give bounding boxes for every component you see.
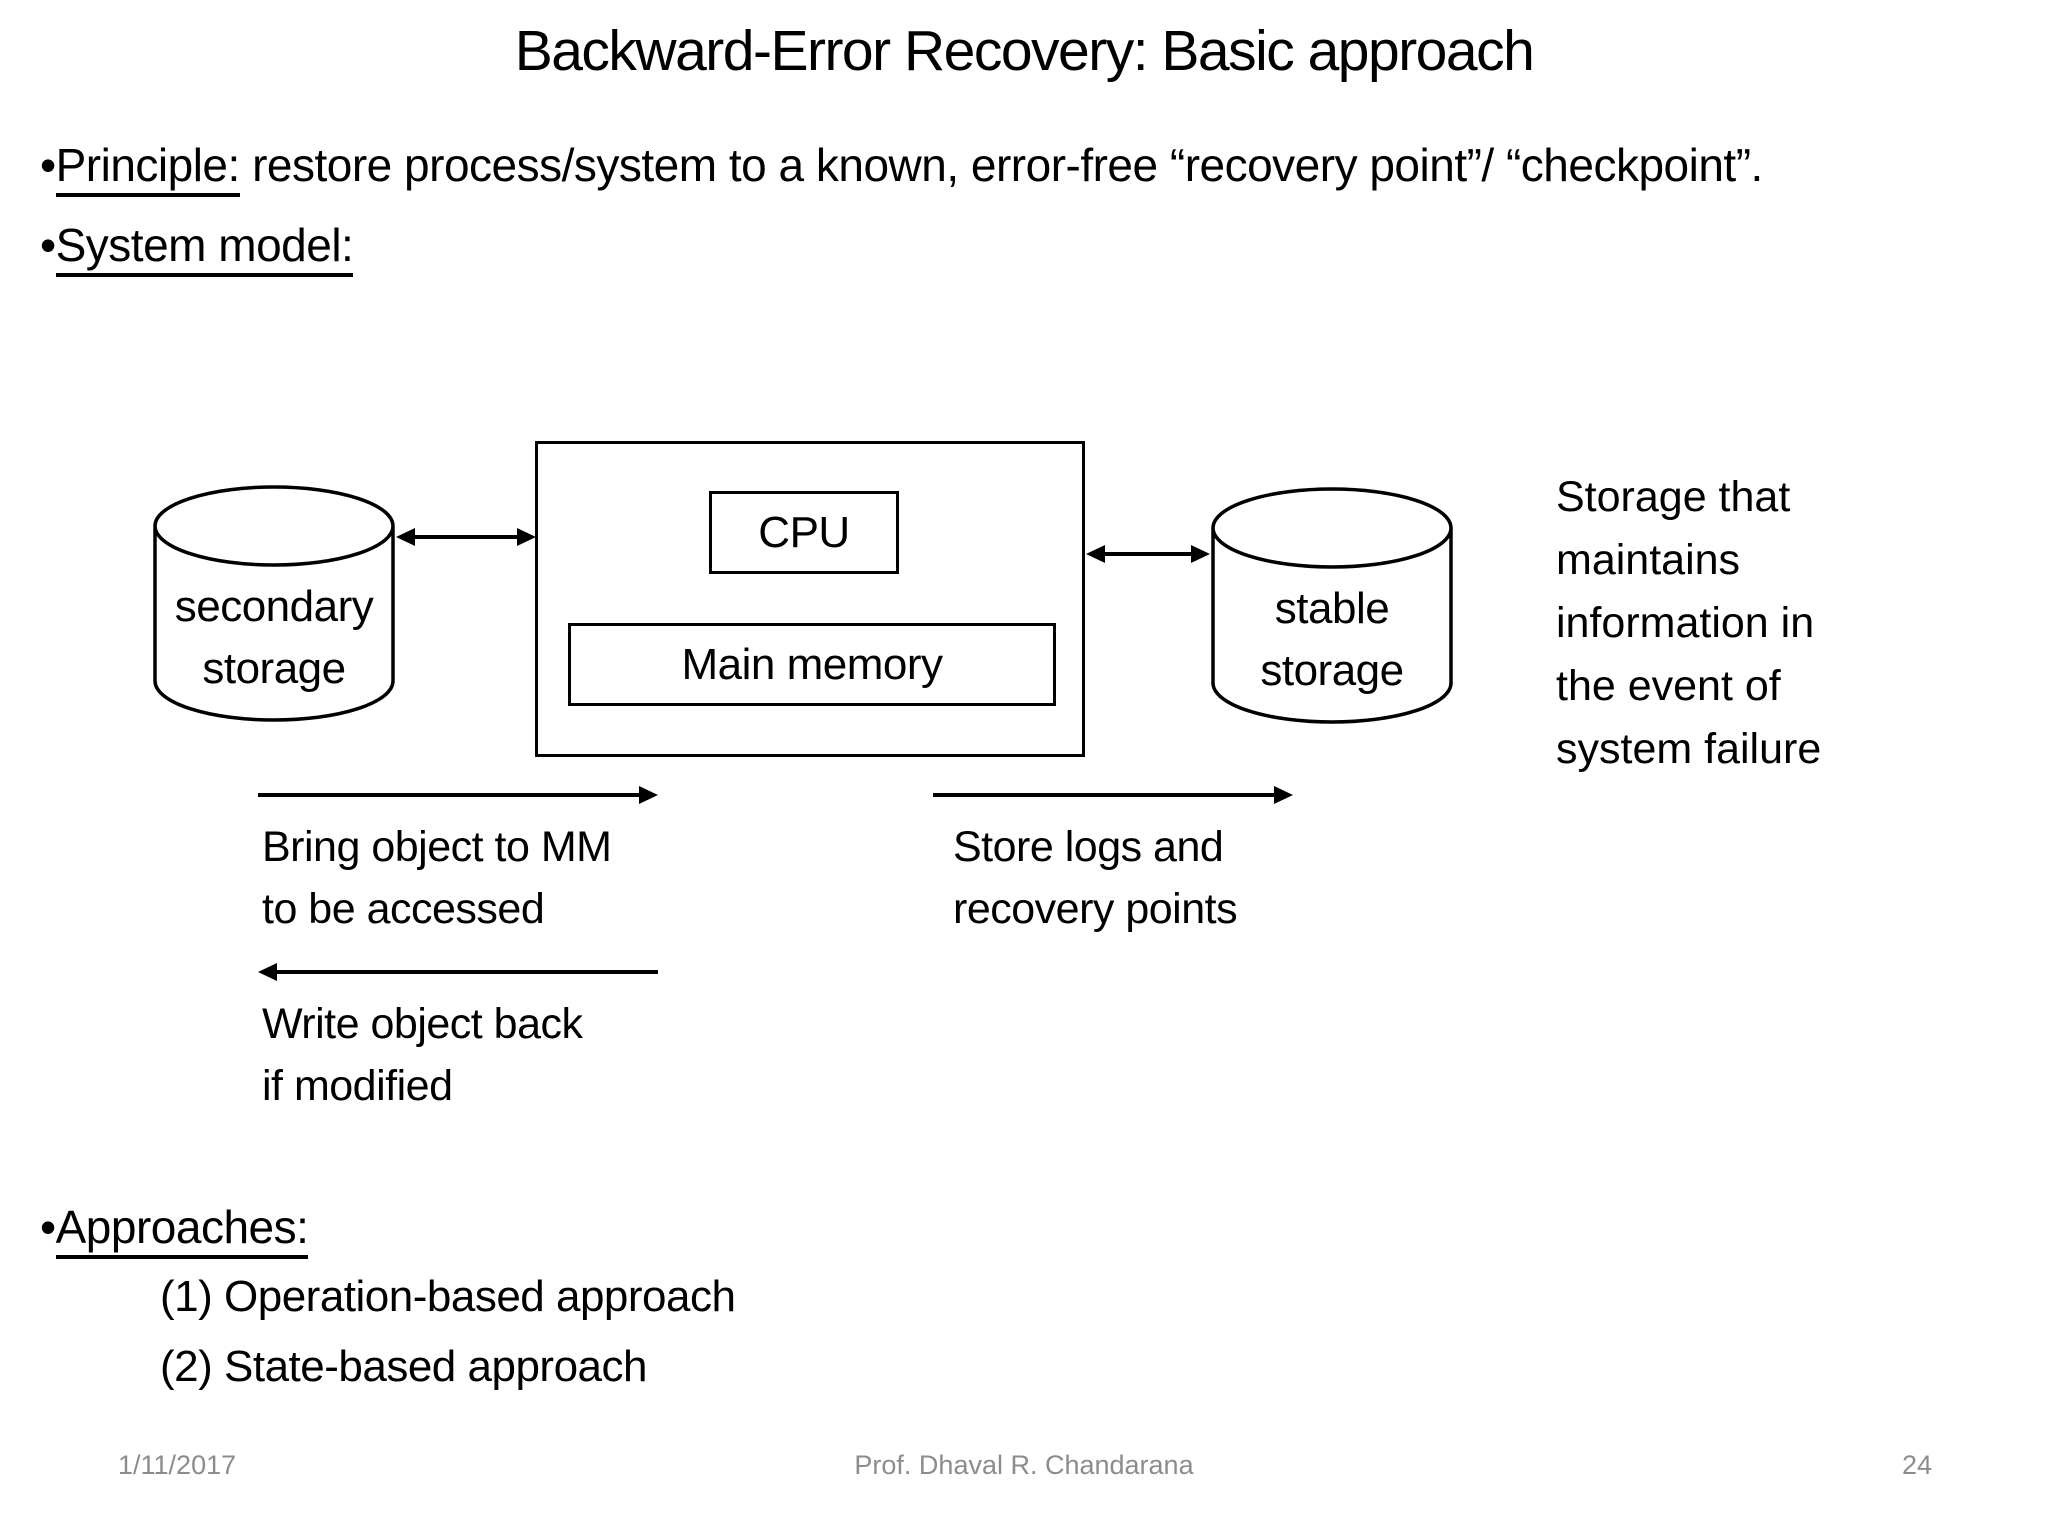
- bullet-glyph: •: [40, 219, 56, 271]
- bullet-glyph: •: [40, 1201, 56, 1253]
- system-box: [535, 441, 1085, 757]
- secondary-storage-cylinder-icon: [153, 485, 395, 722]
- bullet-line-approaches: •Approaches:: [40, 1200, 309, 1259]
- bullet-line-system-model: •System model:: [40, 218, 354, 277]
- approaches-label: Approaches:: [55, 1201, 309, 1259]
- note-line: the event of: [1556, 662, 1781, 710]
- stable-storage-line2: storage: [1260, 646, 1404, 695]
- note-line: Storage that: [1556, 473, 1791, 521]
- right-double-arrow-icon: [1086, 545, 1210, 563]
- cpu-box: CPU: [709, 491, 899, 574]
- footer-author: Prof. Dhaval R. Chandarana: [854, 1450, 1194, 1480]
- write-arrow-label: Write object back if modified: [262, 993, 583, 1117]
- footer-page-number: 24: [1901, 1450, 1932, 1480]
- stable-storage-note: Storage that maintains information in th…: [1556, 466, 1821, 781]
- left-double-arrow-icon: [396, 528, 536, 546]
- bring-arrow-icon: [258, 786, 658, 804]
- main-memory-label: Main memory: [681, 639, 944, 689]
- secondary-storage-line2: storage: [202, 644, 346, 693]
- page-title: Backward-Error Recovery: Basic approach: [514, 19, 1535, 83]
- approach-item-2: (2) State-based approach: [160, 1342, 647, 1391]
- principle-label: Principle:: [55, 139, 240, 197]
- bring-line1: Bring object to MM: [262, 823, 612, 871]
- note-line: maintains: [1556, 536, 1741, 584]
- main-memory-box: Main memory: [568, 623, 1056, 706]
- system-model-label: System model:: [55, 219, 354, 277]
- bring-arrow-label: Bring object to MM to be accessed: [262, 816, 612, 940]
- note-line: system failure: [1556, 725, 1822, 773]
- stable-storage-cylinder-icon: [1211, 487, 1453, 724]
- store-line1: Store logs and: [953, 823, 1224, 871]
- bullet-line-principle: •Principle: restore process/system to a …: [40, 138, 1763, 197]
- approach-item-1: (1) Operation-based approach: [160, 1272, 736, 1321]
- write-arrow-icon: [258, 963, 658, 981]
- principle-text: restore process/system to a known, error…: [239, 139, 1763, 191]
- store-arrow-icon: [933, 786, 1293, 804]
- cpu-label: CPU: [758, 507, 850, 557]
- footer-date: 1/11/2017: [118, 1450, 237, 1480]
- write-line2: if modified: [262, 1062, 453, 1110]
- store-arrow-label: Store logs and recovery points: [953, 816, 1238, 940]
- secondary-storage-line1: secondary: [174, 582, 374, 631]
- write-line1: Write object back: [262, 1000, 583, 1048]
- bring-line2: to be accessed: [262, 885, 545, 933]
- note-line: information in: [1556, 599, 1815, 647]
- secondary-storage-label: secondary storage: [152, 576, 396, 700]
- store-line2: recovery points: [953, 885, 1238, 933]
- stable-storage-label: stable storage: [1210, 578, 1454, 702]
- bullet-glyph: •: [40, 139, 56, 191]
- stable-storage-line1: stable: [1274, 584, 1390, 633]
